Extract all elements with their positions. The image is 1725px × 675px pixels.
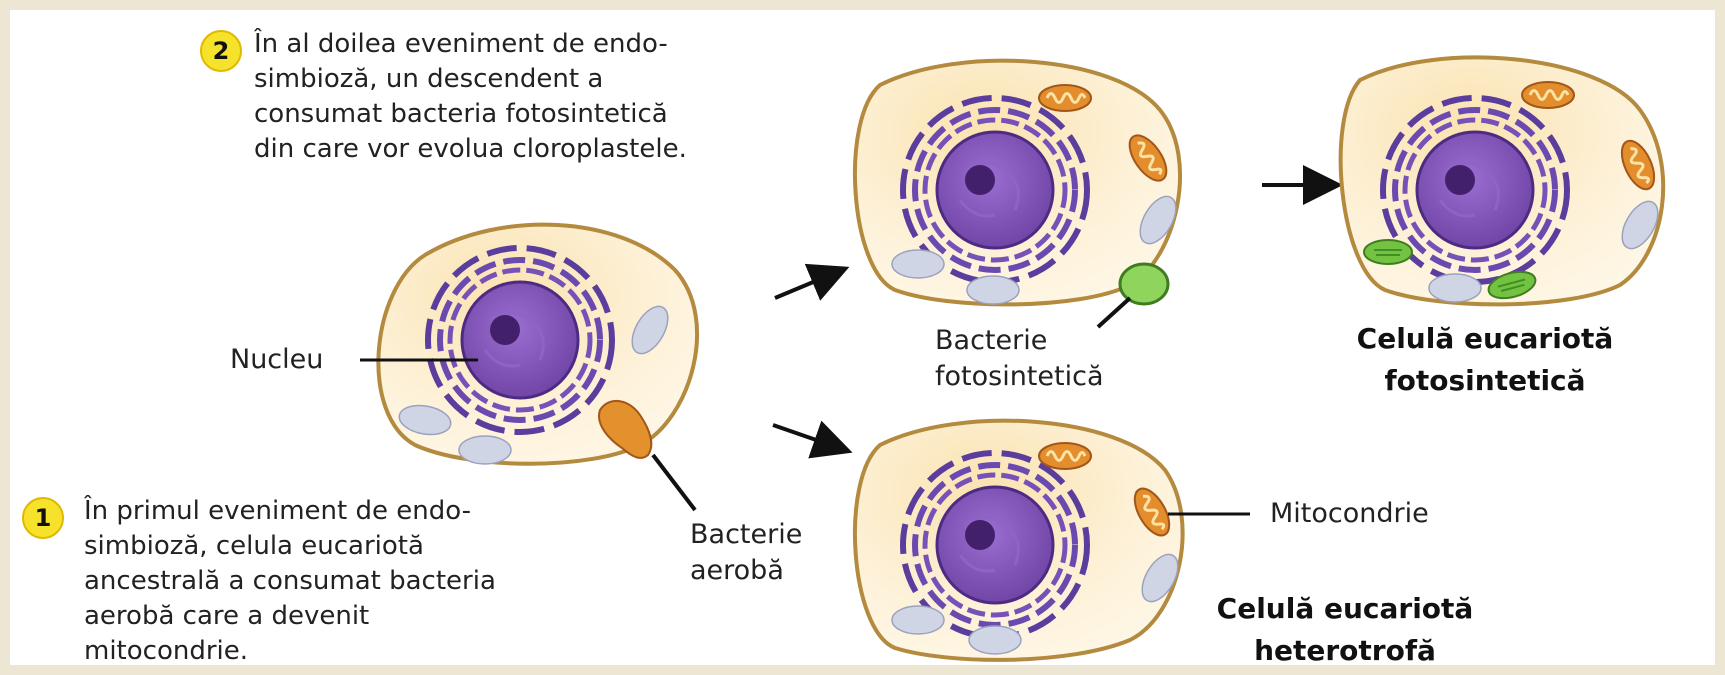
step-1-text: În primul eveniment de endo- simbioză, c… [84, 494, 644, 669]
step-2-text: În al doilea eveniment de endo- simbioză… [254, 27, 814, 167]
aerobic-bacterium-label: Bacterie aerobă [690, 517, 802, 589]
step-2-badge: 2 [200, 30, 242, 72]
aerobic-bacterium-pointer [653, 455, 695, 510]
photosynthetic-eukaryotic-cell [1341, 57, 1665, 304]
nucleus-label: Nucleu [230, 342, 323, 378]
arrow-to-heterotrophic-cell [773, 425, 845, 450]
arrow-to-first-descendant [775, 270, 842, 298]
ancestral-eukaryotic-cell [378, 225, 697, 464]
photosynthetic-cell-title: Celulă eucariotă fotosintetică [1300, 318, 1670, 402]
photosynthetic-bacterium-label: Bacterie fotosintetică [935, 323, 1104, 395]
heterotrophic-eukaryotic-cell [855, 421, 1185, 660]
mitochondrion-label: Mitocondrie [1270, 496, 1429, 532]
heterotrophic-cell-title: Celulă eucariotă heterotrofă [1160, 588, 1530, 672]
step-1-badge: 1 [22, 497, 64, 539]
